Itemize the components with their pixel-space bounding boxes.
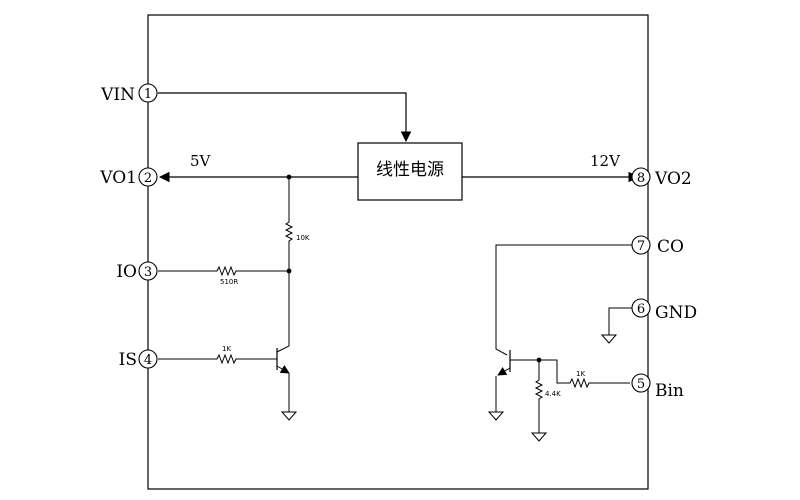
pin-2-label: VO1 xyxy=(99,168,137,188)
ground-icon-pin6 xyxy=(600,334,618,344)
voltage-5v: 5V xyxy=(190,152,212,170)
pin-2-number: 2 xyxy=(144,171,152,186)
resistor-1k-right-label: 1K xyxy=(576,370,585,378)
block-label: 线性电源 xyxy=(376,160,444,180)
resistor-10k xyxy=(284,177,294,271)
pin-7: 7 xyxy=(631,235,651,255)
resistor-4k4-label: 4.4K xyxy=(545,390,561,398)
resistor-1k-left xyxy=(158,353,277,365)
co-wire xyxy=(495,244,638,356)
pin-4: 4 xyxy=(138,349,158,369)
package-outline xyxy=(147,14,649,490)
pin-8-label: VO2 xyxy=(654,169,692,189)
pin-2: 2 xyxy=(138,167,158,187)
resistor-4k4 xyxy=(534,360,544,433)
pin-8: 8 xyxy=(631,167,651,187)
pin-7-label: CO xyxy=(657,237,684,257)
pin-5: 5 xyxy=(631,373,651,393)
resistor-10k-label: 10K xyxy=(296,234,310,242)
pin-8-number: 8 xyxy=(637,171,645,186)
pin-1-label: VIN xyxy=(100,85,135,105)
pin-6: 6 xyxy=(631,298,651,318)
pin-4-label: IS xyxy=(119,350,137,370)
pin-5-label: Bin xyxy=(655,381,684,401)
resistor-510r xyxy=(158,265,289,277)
pin-4-number: 4 xyxy=(144,353,152,368)
pin-6-number: 6 xyxy=(637,302,645,317)
ground-icon-right-2 xyxy=(530,432,548,442)
gnd-wire xyxy=(608,307,632,335)
resistor-1k-right xyxy=(539,359,630,389)
pin-3: 3 xyxy=(138,261,158,281)
vin-wire xyxy=(158,92,412,143)
pin-6-label: GND xyxy=(655,303,697,323)
resistor-1k-left-label: 1K xyxy=(222,345,231,353)
pin-5-number: 5 xyxy=(637,377,645,392)
resistor-510r-label: 510R xyxy=(220,278,238,286)
transistor-right-emitter xyxy=(497,367,511,376)
voltage-12v: 12V xyxy=(590,152,621,170)
transistor-left-emitter xyxy=(276,365,290,374)
ground-icon-right-1 xyxy=(487,411,505,421)
pin-1-number: 1 xyxy=(144,87,152,102)
linear-power-block xyxy=(357,142,463,201)
ground-icon-left xyxy=(280,411,298,421)
pin-7-number: 7 xyxy=(637,239,645,254)
pin-1: 1 xyxy=(138,83,158,103)
transistor-left-collector xyxy=(276,271,290,353)
pin-3-number: 3 xyxy=(144,265,152,280)
pin-3-label: IO xyxy=(116,262,137,282)
